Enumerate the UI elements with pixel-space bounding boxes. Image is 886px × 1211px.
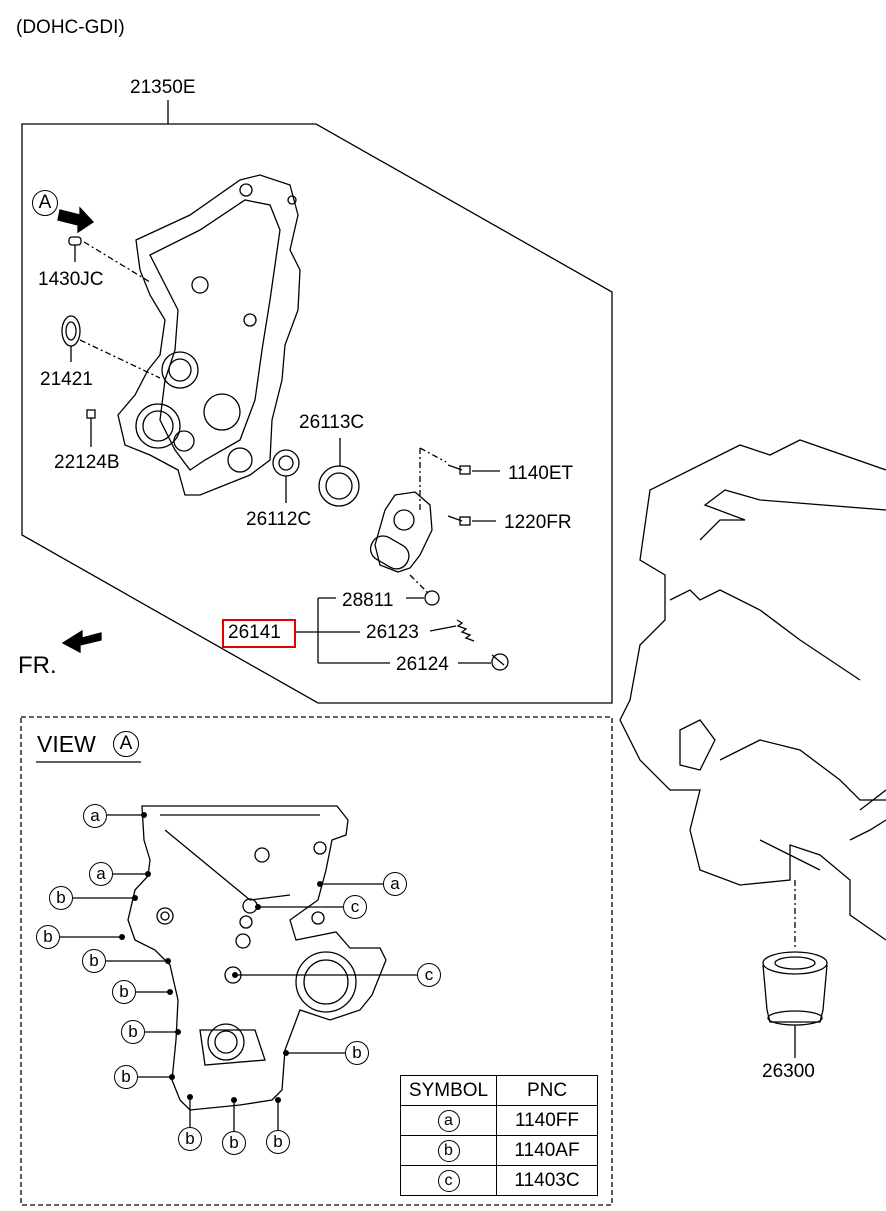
callout-b[interactable]: b	[266, 1130, 290, 1154]
callout-a[interactable]: a	[383, 872, 407, 896]
assembly-frame	[21, 100, 613, 704]
table-row: a 1140FF	[400, 1105, 598, 1136]
view-a-cover	[127, 805, 387, 1111]
symbol-b: b	[437, 1140, 460, 1162]
oil-pump-cover	[374, 491, 433, 573]
pnc-cell[interactable]: 11403C	[496, 1165, 598, 1196]
callout-b[interactable]: b	[121, 1020, 145, 1044]
part-22124b[interactable]: 22124B	[54, 452, 120, 473]
part-21421[interactable]: 21421	[40, 369, 93, 390]
callout-b[interactable]: b	[49, 886, 73, 910]
part-26123[interactable]: 26123	[366, 622, 419, 643]
part-highlight-box	[222, 619, 296, 648]
callout-b[interactable]: b	[222, 1131, 246, 1155]
symbol-header: SYMBOL	[400, 1075, 497, 1106]
callout-c[interactable]: c	[417, 963, 441, 987]
view-arrow	[57, 206, 94, 234]
relief-plug	[491, 653, 509, 671]
callout-a[interactable]: a	[83, 804, 107, 828]
table-row: c 11403C	[400, 1165, 598, 1196]
relief-spring	[456, 619, 475, 642]
view-a-title: VIEW	[37, 731, 96, 757]
symbol-table: SYMBOL PNC a 1140FF b 1140AF c 11403C	[400, 1075, 598, 1196]
part-26124[interactable]: 26124	[396, 654, 449, 675]
part-26141[interactable]: 26141	[228, 622, 281, 643]
callout-b[interactable]: b	[345, 1041, 369, 1065]
front-label: FR.	[18, 652, 57, 679]
oil-seal	[61, 315, 81, 347]
table-row: b 1140AF	[400, 1135, 598, 1166]
callout-b[interactable]: b	[114, 1065, 138, 1089]
pnc-header: PNC	[496, 1075, 598, 1106]
view-a-frame	[20, 716, 613, 1206]
callout-a[interactable]: a	[89, 862, 113, 886]
pnc-cell[interactable]: 1140AF	[496, 1135, 598, 1166]
part-1220fr[interactable]: 1220FR	[504, 512, 572, 533]
callout-c[interactable]: c	[343, 895, 367, 919]
part-1140et[interactable]: 1140ET	[508, 463, 574, 484]
symbol-c: c	[437, 1170, 460, 1192]
part-26300[interactable]: 26300	[762, 1061, 815, 1082]
part-1430jc[interactable]: 1430JC	[38, 269, 104, 290]
view-a-leaders	[60, 814, 417, 1131]
symbol-a: a	[437, 1110, 460, 1132]
callout-b[interactable]: b	[178, 1127, 202, 1151]
front-arrow	[61, 629, 102, 654]
engine-variant-label: (DOHC-GDI)	[16, 17, 125, 38]
callout-b[interactable]: b	[36, 925, 60, 949]
part-21350e[interactable]: 21350E	[130, 77, 196, 98]
view-marker-a: A	[32, 190, 58, 216]
dowel-pin	[68, 236, 82, 246]
relief-plunger	[424, 590, 440, 606]
pnc-cell[interactable]: 1140FF	[496, 1105, 598, 1136]
callout-b[interactable]: b	[112, 980, 136, 1004]
part-26112c[interactable]: 26112C	[246, 509, 312, 530]
view-a-marker: A	[113, 731, 139, 757]
part-26113c[interactable]: 26113C	[299, 412, 365, 433]
inner-rotor	[272, 449, 300, 477]
engine-block	[619, 439, 886, 941]
timing-cover	[117, 174, 301, 496]
bolt-1140et	[447, 464, 471, 475]
oil-filter	[762, 964, 828, 1023]
bolt-1220fr	[447, 515, 471, 526]
callout-b[interactable]: b	[82, 949, 106, 973]
part-28811[interactable]: 28811	[342, 590, 394, 611]
outer-rotor	[318, 465, 360, 507]
